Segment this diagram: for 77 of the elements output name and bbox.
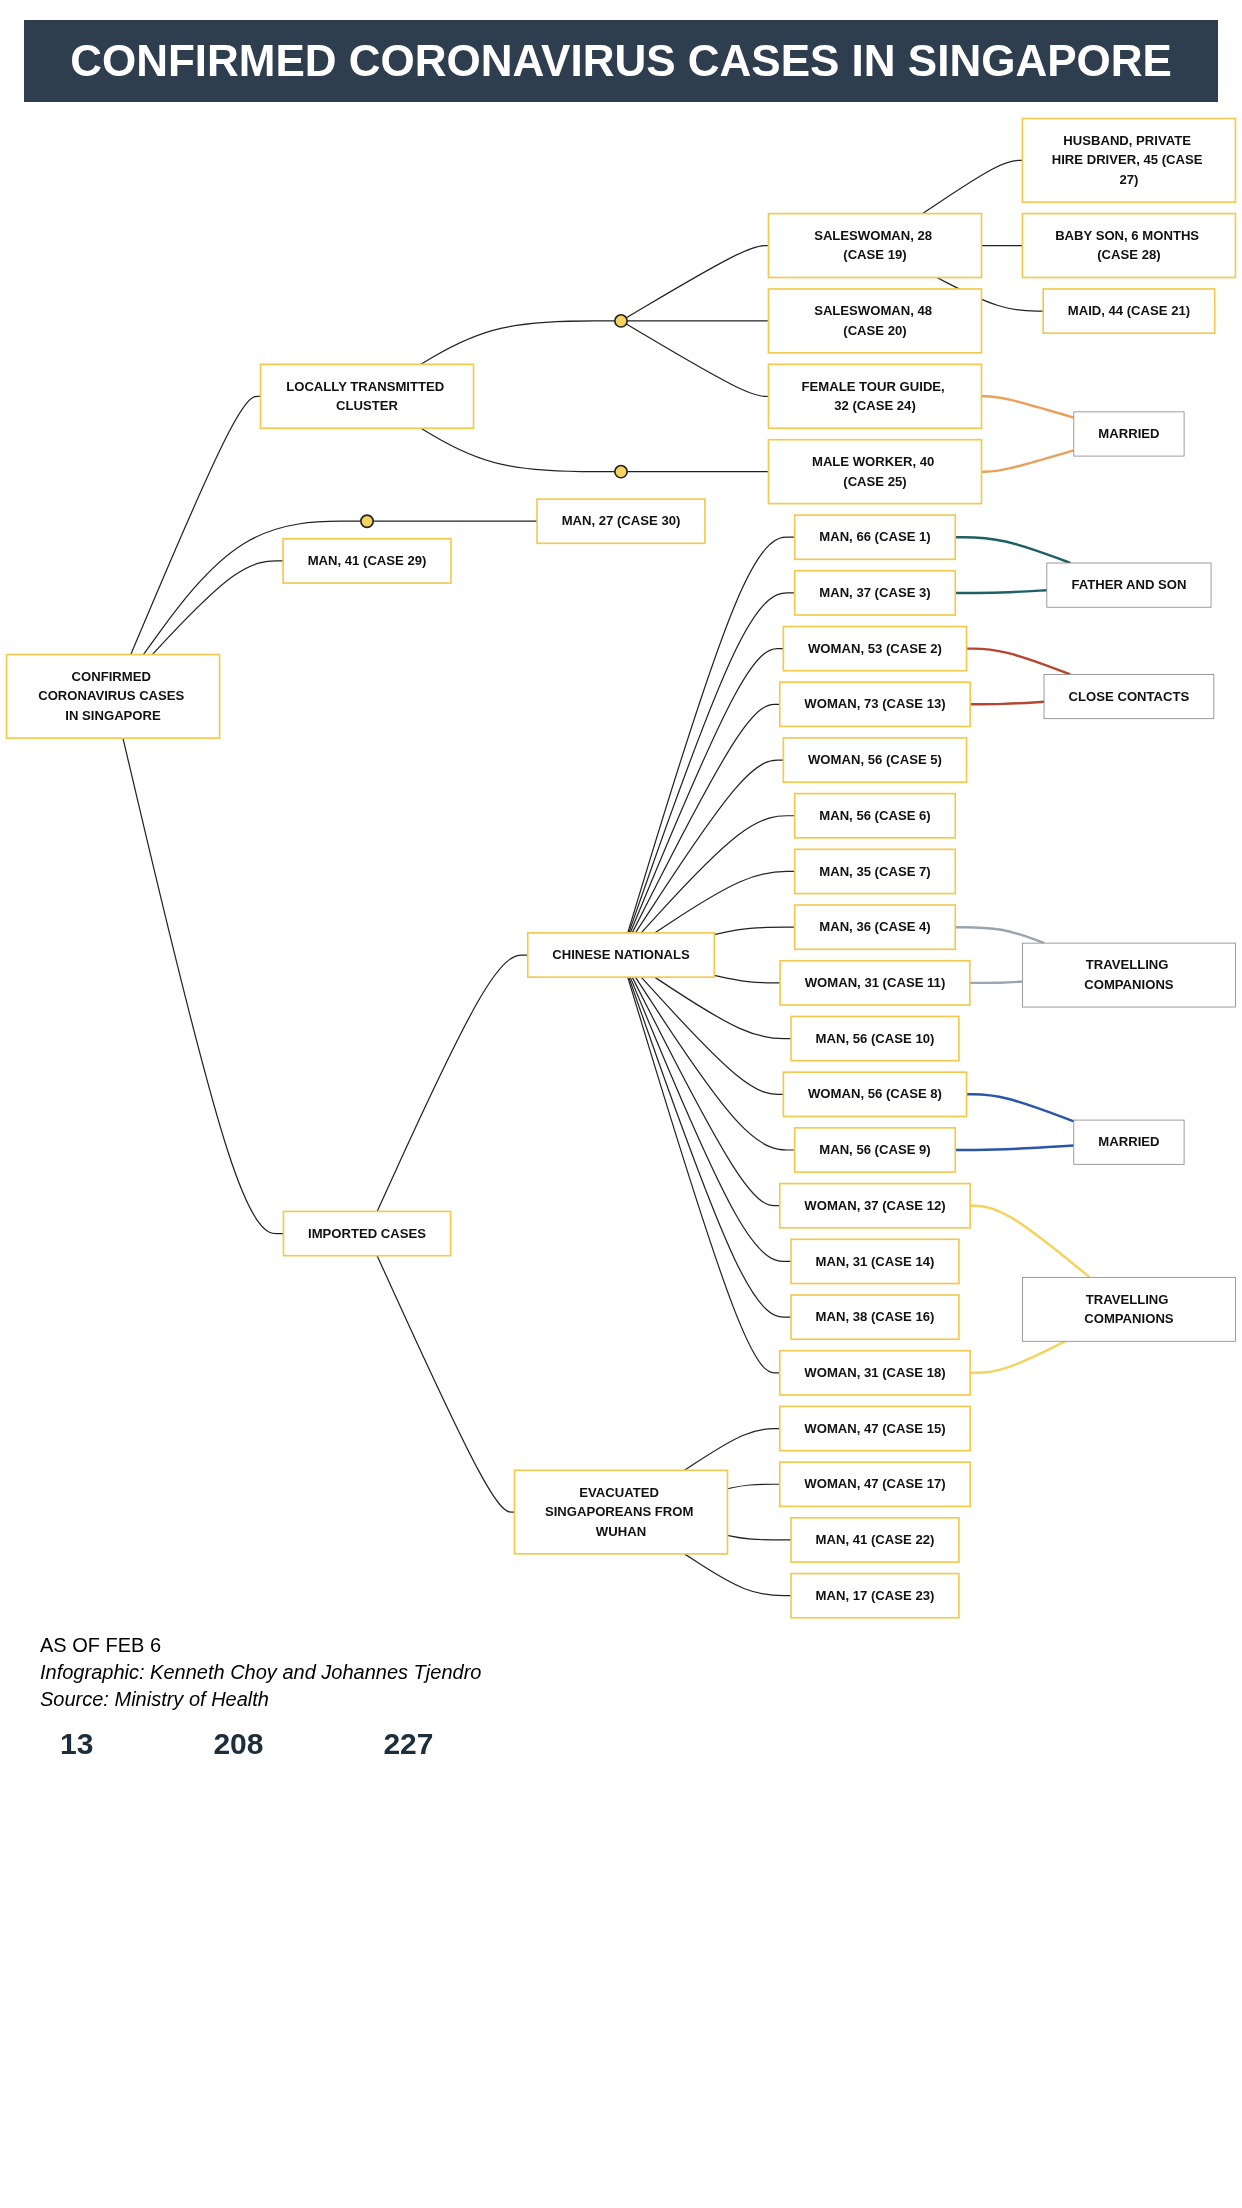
node-box: LOCALLY TRANSMITTED CLUSTER [259,363,475,430]
connector [955,925,1045,945]
connector [151,560,284,656]
node-box: FATHER AND SON [1046,562,1212,608]
node-box: SALESWOMAN, 48 (CASE 20) [767,288,983,354]
node-box: WOMAN, 73 (CASE 13) [778,681,971,728]
count-text: 208 [213,1727,264,1762]
node-box: HUSBAND, PRIVATE HIRE DRIVER, 45 (CASE 27) [1021,117,1237,203]
node-box: MAN, 56 (CASE 9) [793,1127,957,1173]
count-text: 227 [383,1727,434,1762]
node-box: CLOSE CONTACTS [1043,674,1215,720]
connector [713,974,781,984]
connector [420,320,616,365]
node-box: MARRIED [1073,1119,1185,1165]
connector [981,395,1075,419]
node-box: TRAVELLING COMPANIONS [1022,1277,1236,1342]
node-box: BABY SON, 6 MONTHS (CASE 28) [1021,212,1237,279]
credit-line: Source: Ministry of Health [40,1688,270,1712]
connector [970,1340,1066,1375]
connector [966,1093,1075,1123]
node-box: WOMAN, 53 (CASE 2) [782,625,968,672]
node-circle [360,514,374,529]
node-box: CONFIRMED CORONAVIRUS CASES IN SINGAPORE [5,653,221,739]
node-box: IMPORTED CASES [282,1210,452,1257]
node-box: EVACUATED SINGAPOREANS FROM WUHAN [513,1469,729,1555]
connector [631,976,781,1207]
connector [628,976,792,1318]
node-box: TRAVELLING COMPANIONS [1022,942,1236,1008]
node-box: MALE WORKER, 40 (CASE 25) [767,438,983,505]
node-box: MAN, 37 (CASE 3) [793,569,957,616]
connector [654,976,792,1040]
node-box: MAN, 35 (CASE 7) [793,848,957,895]
node-box: WOMAN, 47 (CASE 15) [778,1405,971,1452]
connector [634,759,784,934]
node-box: WOMAN, 37 (CASE 12) [778,1182,971,1229]
node-circle [614,464,628,479]
node-box: MAN, 56 (CASE 6) [793,792,957,839]
connector [372,520,538,522]
connector [955,588,1047,595]
connector [955,535,1071,565]
connector [683,1553,792,1597]
connector [955,1144,1074,1152]
credit-line: Infographic: Kenneth Choy and Johannes Tjendro [40,1661,483,1685]
date-note: AS OF FEB 6 [40,1634,163,1658]
node-box: WOMAN, 47 (CASE 17) [778,1461,971,1508]
node-box: FEMALE TOUR GUIDE, 32 (CASE 24) [767,363,983,430]
connector [142,520,362,656]
node-box: WOMAN, 56 (CASE 5) [782,737,968,783]
node-box: MARRIED [1073,411,1185,457]
node-box: WOMAN, 31 (CASE 18) [778,1349,971,1396]
connector [969,980,1023,985]
node-box: MAN, 66 (CASE 1) [793,514,957,561]
connector [970,700,1045,706]
node-box: MAN, 27 (CASE 30) [536,498,706,545]
node-box: SALESWOMAN, 28 (CASE 19) [767,212,983,279]
node-box: MAN, 17 (CASE 23) [790,1572,960,1619]
node-box: MAN, 38 (CASE 16) [790,1294,960,1341]
node-box: WOMAN, 31 (CASE 11) [779,959,971,1006]
node-circle [614,313,628,328]
connector [420,427,616,473]
node-box: CHINESE NATIONALS [526,932,716,978]
connector [970,1204,1091,1279]
connector [981,449,1075,473]
connector [629,648,784,934]
connector [629,976,792,1263]
node-box: MAID, 44 (CASE 21) [1042,288,1216,334]
title-banner: CONFIRMED CORONAVIRUS CASES IN SINGAPORE [24,20,1218,102]
connector [966,647,1071,676]
node-box: MAN, 36 (CASE 4) [793,904,957,951]
node-box: WOMAN, 56 (CASE 8) [782,1071,968,1118]
node-box: MAN, 56 (CASE 10) [790,1015,960,1062]
count-text: 13 [60,1727,94,1762]
node-box: MAN, 41 (CASE 29) [282,538,452,584]
node-box: MAN, 41 (CASE 22) [790,1517,960,1563]
node-box: MAN, 31 (CASE 14) [790,1238,960,1285]
connector [640,976,784,1095]
connector [627,976,781,1374]
